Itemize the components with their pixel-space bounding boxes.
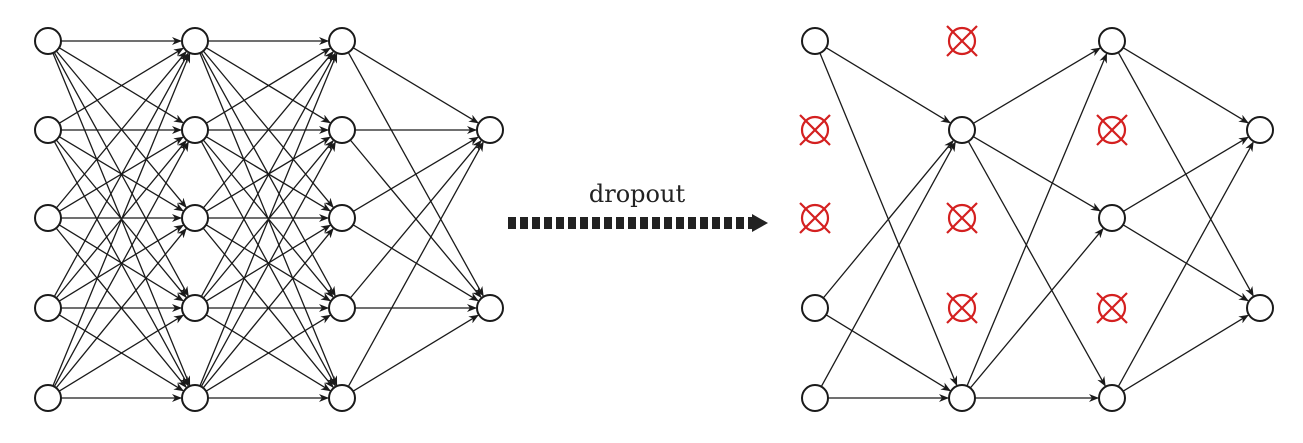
full-network-node <box>34 27 62 55</box>
dropout-network-node <box>1098 204 1126 232</box>
dropped-node-icon <box>946 25 978 57</box>
full-network-node <box>328 384 356 412</box>
dropout-network-edge <box>820 141 956 387</box>
full-network-edge <box>200 52 336 297</box>
dropout-network-edge <box>1122 314 1249 392</box>
dropped-node-icon <box>799 114 831 146</box>
dropout-network-node <box>801 384 829 412</box>
dropped-node-icon <box>946 202 978 234</box>
dropout-network-node <box>1246 294 1274 322</box>
dropout-network-node <box>1098 384 1126 412</box>
full-network <box>34 27 504 412</box>
full-network-node <box>181 294 209 322</box>
full-network-nodes <box>34 27 504 412</box>
dropout-network-node <box>1246 116 1274 144</box>
full-network-edge <box>347 141 484 387</box>
dropped-node-icon <box>1096 292 1128 324</box>
dropout-network-edge <box>825 314 951 392</box>
dropout-network-node <box>948 116 976 144</box>
full-network-edge <box>53 141 189 387</box>
full-network-edges <box>52 37 484 402</box>
dropout-network-edge <box>825 47 951 124</box>
dropout-network-node <box>1098 27 1126 55</box>
full-network-node <box>181 27 209 55</box>
dropped-node-icon <box>946 292 978 324</box>
full-network-edge <box>53 52 189 297</box>
dropout-network-edge <box>969 228 1104 389</box>
full-network-edge <box>352 47 479 124</box>
dropout-network-edge <box>1117 141 1254 387</box>
full-network-edge <box>58 224 184 302</box>
dropout-network-node <box>948 384 976 412</box>
full-network-node <box>476 116 504 144</box>
dropout-network-edge <box>1122 224 1249 302</box>
full-network-node <box>181 384 209 412</box>
dropout-network-edges <box>819 47 1254 402</box>
dropout-network-edge <box>822 140 954 299</box>
dropout-network-edge <box>967 140 1106 387</box>
dropout-network-edge <box>1122 136 1249 212</box>
full-network-edge <box>205 314 331 392</box>
full-network-node <box>181 116 209 144</box>
dropout-network-node <box>801 27 829 55</box>
dropout-network-edge <box>972 136 1101 212</box>
dropout-network-edge <box>966 52 1108 387</box>
dropped-node-icon <box>799 202 831 234</box>
full-network-node <box>328 204 356 232</box>
full-network-node <box>328 294 356 322</box>
full-network-edge <box>202 228 334 389</box>
full-network-node <box>328 27 356 55</box>
dropout-transition: dropout <box>508 180 768 232</box>
full-network-edge <box>55 228 187 389</box>
full-network-edge <box>55 51 187 209</box>
full-network-node <box>328 116 356 144</box>
dropout-label: dropout <box>589 180 686 208</box>
dropout-arrowhead-icon <box>752 214 768 232</box>
full-network-node <box>34 384 62 412</box>
full-network-node <box>34 204 62 232</box>
dropout-network-node <box>801 294 829 322</box>
full-network-edge <box>202 51 334 209</box>
full-network-edge <box>349 140 482 299</box>
full-network-edge <box>199 52 338 387</box>
full-network-edge <box>352 136 479 212</box>
full-network-node <box>181 204 209 232</box>
full-network-edge <box>52 52 191 387</box>
dropped-node-icon <box>1096 114 1128 146</box>
dropout-network-edge <box>972 47 1101 124</box>
dropout-network-edge <box>1122 47 1249 124</box>
full-network-edge <box>352 314 479 392</box>
full-network-edge <box>352 224 479 302</box>
full-network-edge <box>205 224 331 302</box>
dropout-network-nodes <box>799 25 1274 412</box>
full-network-node <box>34 294 62 322</box>
full-network-node <box>476 294 504 322</box>
full-network-edge <box>58 314 184 392</box>
full-network-edge <box>200 141 336 387</box>
dropout-network <box>799 25 1274 412</box>
full-network-edge <box>58 47 184 124</box>
full-network-edge <box>205 47 331 124</box>
full-network-node <box>34 116 62 144</box>
